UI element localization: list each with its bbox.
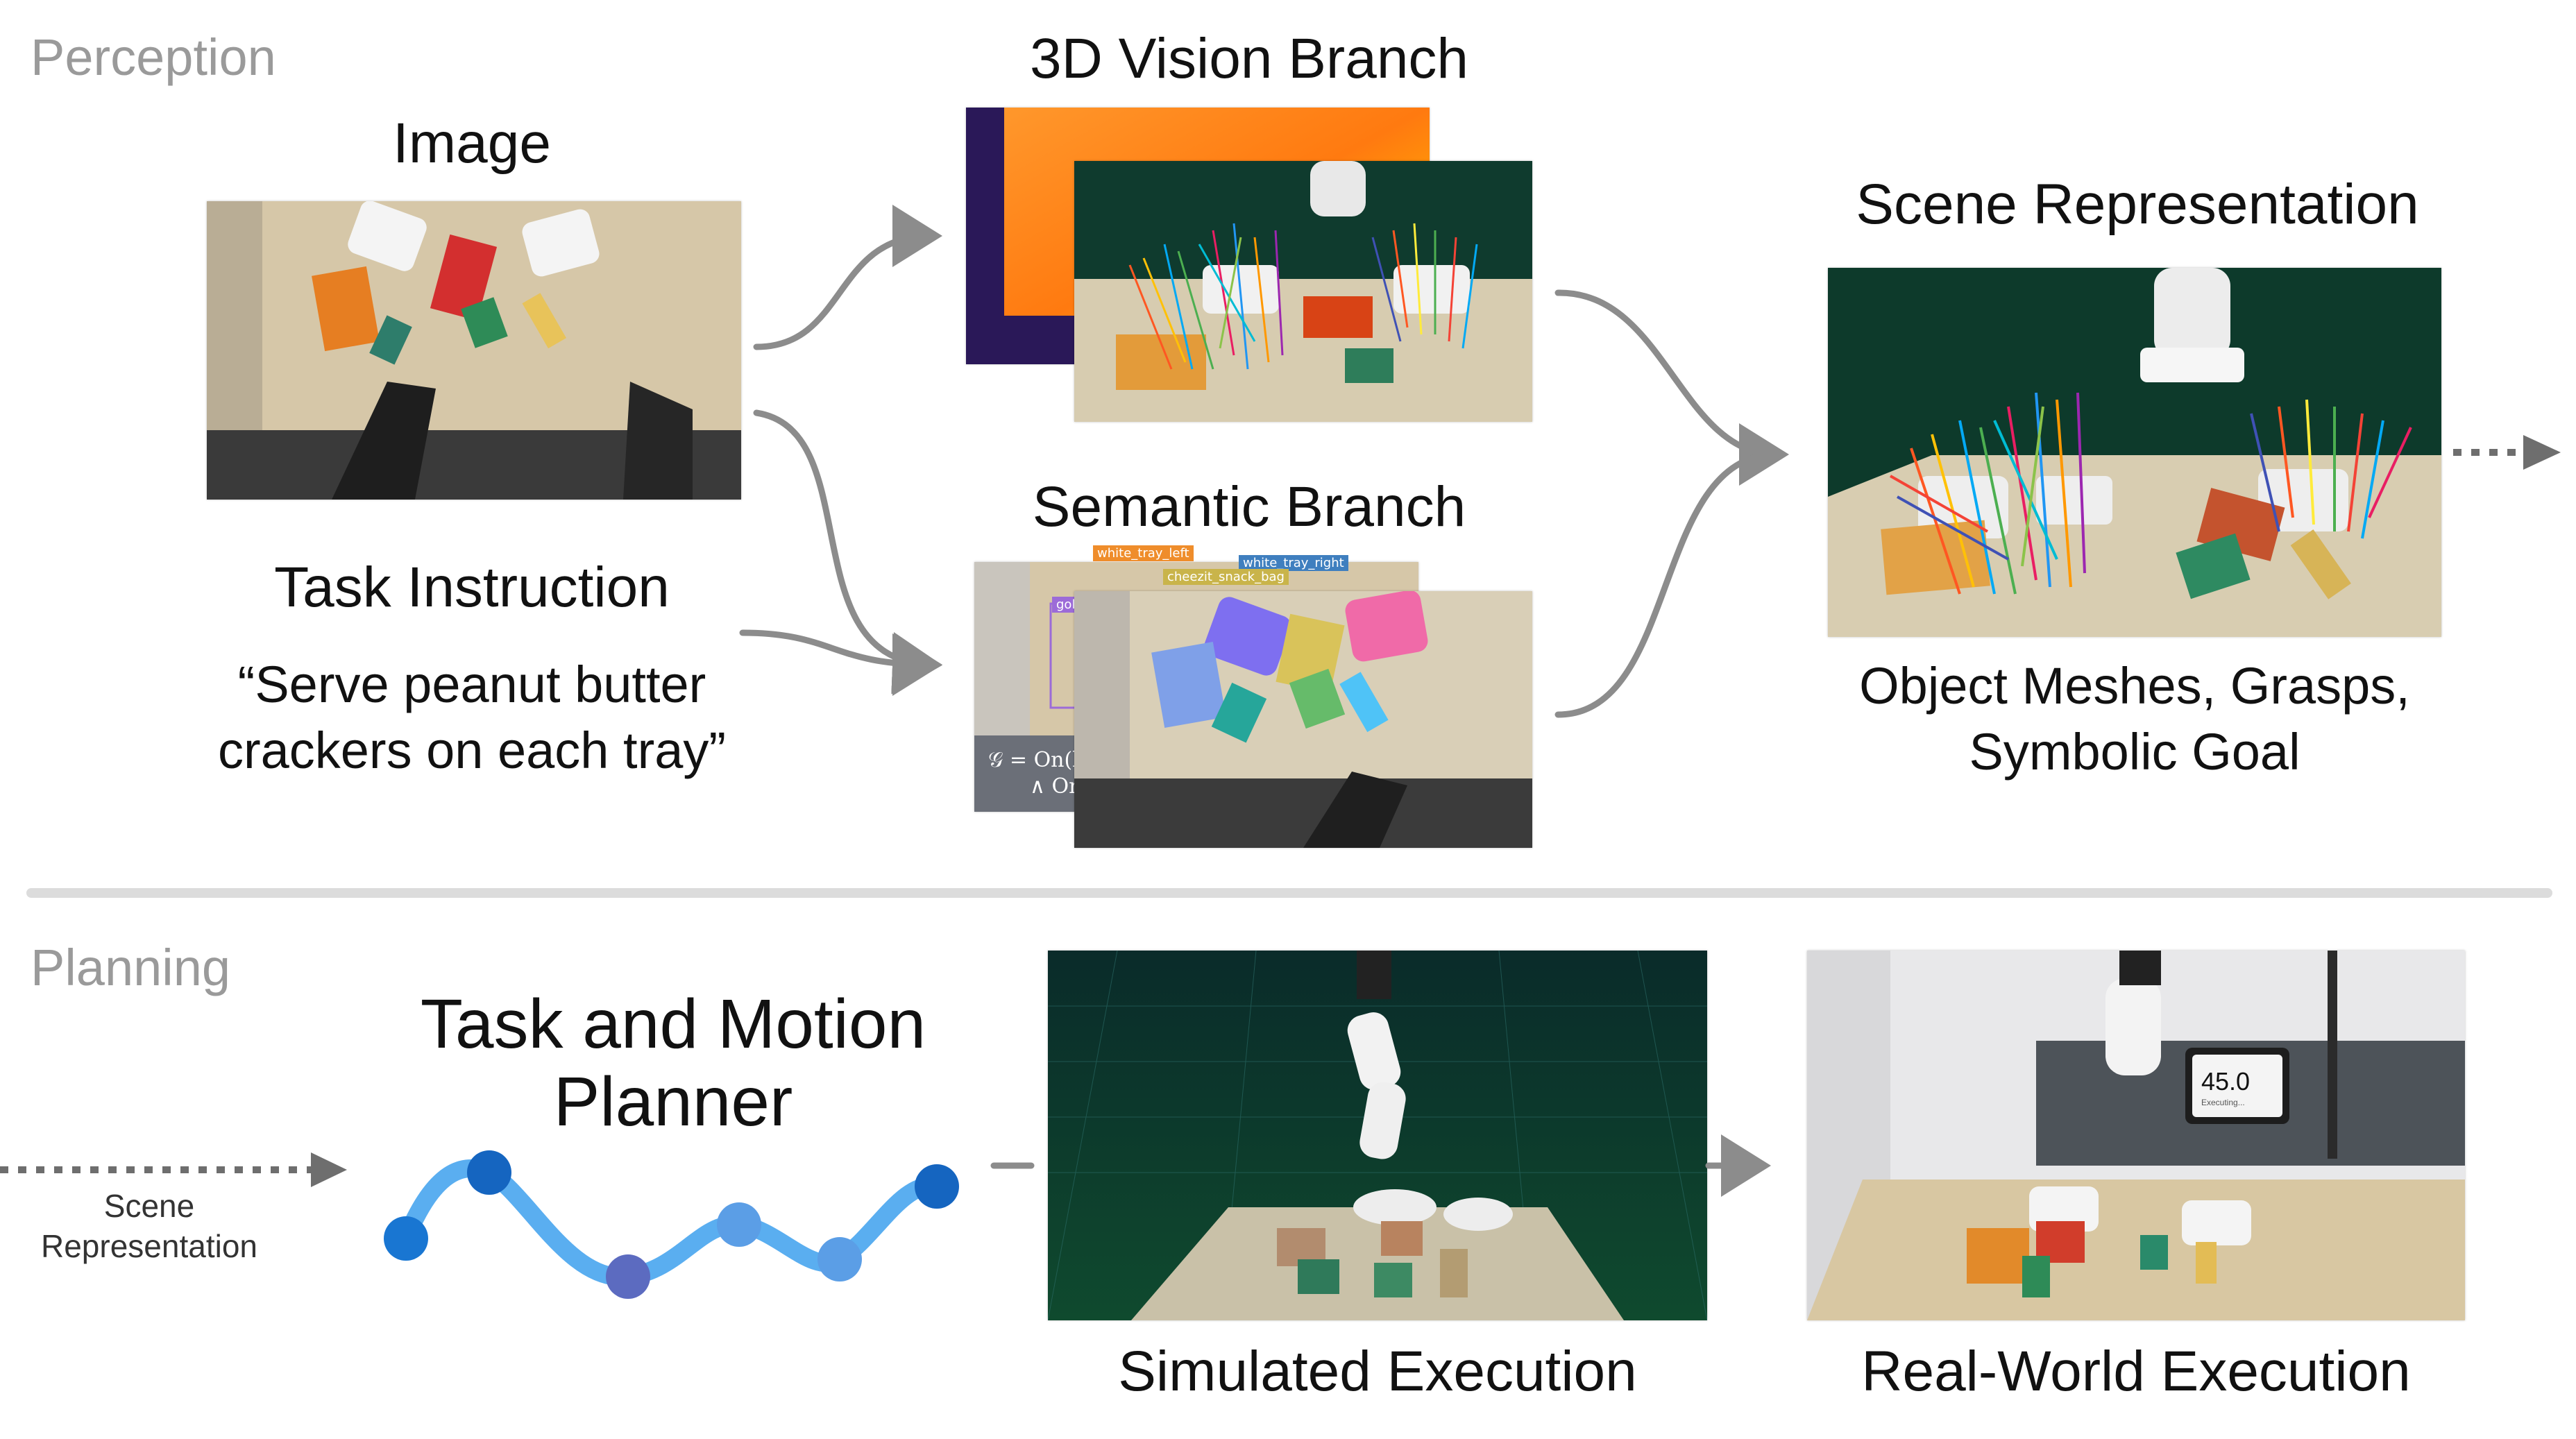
- task-instruction-title: Task Instruction: [274, 556, 670, 619]
- planner-title: Task and Motion Planner: [389, 985, 958, 1141]
- task-instruction-line-1: “Serve peanut butter: [237, 656, 706, 713]
- arrow-task-to-semantic: [739, 629, 942, 696]
- dotted-arrowhead-scene: [2523, 435, 2561, 470]
- planner-title-line-2: Planner: [553, 1063, 793, 1141]
- planner-input-line-2: Representation: [41, 1227, 257, 1264]
- scene-caption-line-2: Symbolic Goal: [1969, 722, 2300, 781]
- image-title: Image: [393, 112, 551, 175]
- real-world-execution-title: Real-World Execution: [1861, 1340, 2411, 1403]
- planner-title-line-1: Task and Motion: [420, 985, 926, 1063]
- arrow-image-to-semantic: [753, 409, 942, 695]
- planning-section-label: Planning: [31, 939, 231, 996]
- planner-node-3: [606, 1254, 650, 1299]
- robot-screen-value: 45.0: [2201, 1067, 2251, 1096]
- scene-caption-line-1: Object Meshes, Grasps,: [1859, 657, 2410, 715]
- planner-node-4: [717, 1202, 761, 1247]
- semantic-label-cheezit: cheezit_snack_bag: [1163, 569, 1289, 585]
- simulated-execution-title: Simulated Execution: [1118, 1340, 1637, 1403]
- vision-grasps-image: [1074, 161, 1532, 422]
- task-instruction-line-2: crackers on each tray”: [217, 721, 727, 779]
- scene-representation-caption: Object Meshes, Grasps, Symbolic Goal: [1804, 654, 2465, 785]
- planner-node-2: [467, 1150, 511, 1195]
- semantic-segmentation-image: [1074, 591, 1532, 848]
- simulated-execution-image: [1048, 951, 1707, 1320]
- planner-input-line-1: Scene: [103, 1188, 195, 1224]
- perception-section-label: Perception: [31, 28, 276, 86]
- planner-node-6: [915, 1164, 959, 1209]
- real-world-execution-image: 45.0 Executing...: [1807, 951, 2465, 1320]
- semantic-label-white-tray-left: white_tray_left: [1093, 545, 1194, 561]
- semantic-branch-title: Semantic Branch: [1032, 475, 1466, 538]
- arrow-vision-to-scene: [1554, 289, 1789, 486]
- semantic-label-white-tray-right: white_tray_right: [1239, 555, 1348, 571]
- robot-screen-status: Executing...: [2201, 1098, 2245, 1107]
- section-divider: [26, 888, 2552, 898]
- task-instruction-text: “Serve peanut butter crackers on each tr…: [180, 652, 763, 783]
- planner-input-label: Scene Representation: [14, 1186, 285, 1266]
- planner-node-5: [817, 1237, 862, 1282]
- vision-branch-title: 3D Vision Branch: [1029, 27, 1469, 90]
- arrow-semantic-to-scene: [1554, 451, 1780, 718]
- scene-representation-title: Scene Representation: [1856, 173, 2419, 236]
- input-image: [207, 201, 741, 500]
- planner-node-1: [384, 1216, 428, 1261]
- arrow-image-to-vision: [753, 205, 942, 350]
- scene-representation-image: [1828, 268, 2441, 637]
- dotted-arrowhead-planner: [311, 1152, 347, 1187]
